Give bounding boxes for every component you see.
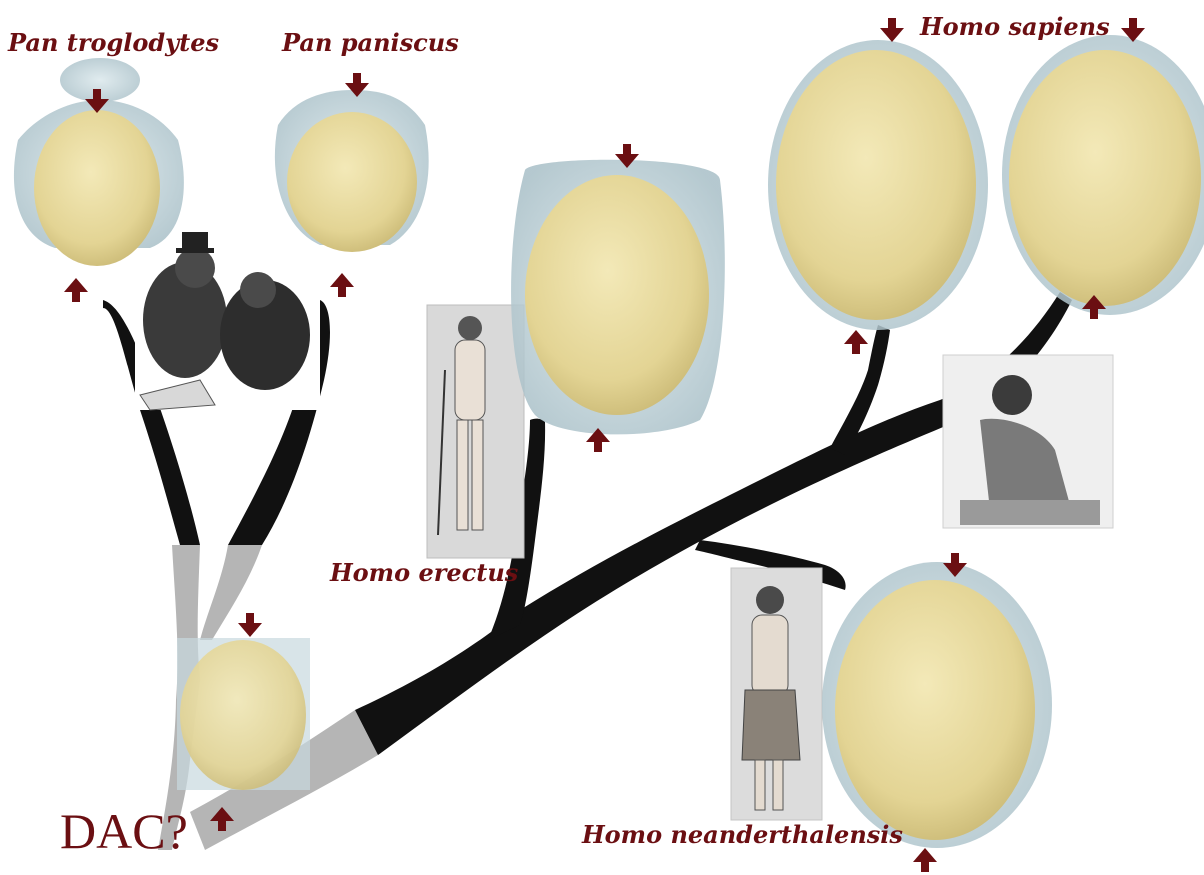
label-pan-paniscus: Pan paniscus: [282, 28, 459, 57]
label-homo-sapiens: Homo sapiens: [920, 12, 1110, 41]
endocast-homo-sapiens-2: [1002, 18, 1204, 319]
label-dac: DAC?: [60, 802, 188, 860]
label-pan-troglodytes: Pan troglodytes: [8, 28, 219, 57]
chimpanzee-illustration: [135, 232, 320, 410]
homo-neanderthalensis-illustration: [731, 568, 822, 820]
label-homo-erectus: Homo erectus: [330, 558, 518, 587]
label-homo-neanderthalensis: Homo neanderthalensis: [582, 820, 903, 849]
endocast-homo-sapiens-1: [768, 18, 988, 354]
homo-erectus-illustration: [427, 305, 524, 558]
homo-sapiens-illustration: [943, 355, 1113, 528]
endocast-homo-erectus: [511, 144, 725, 452]
